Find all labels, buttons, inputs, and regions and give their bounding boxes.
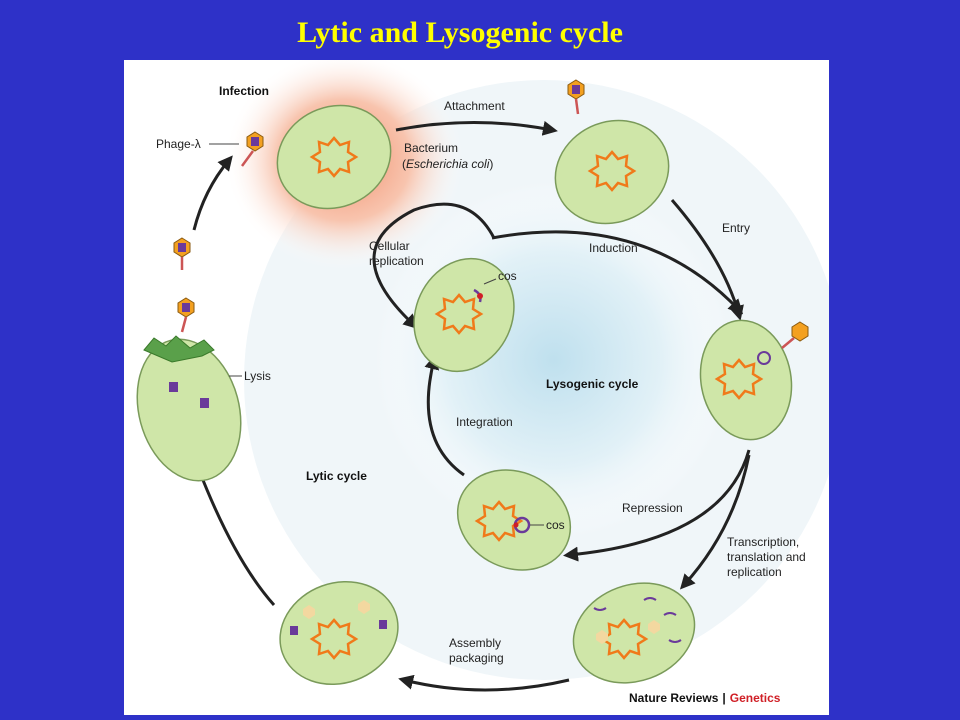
label-lytic-cycle: Lytic cycle [306,469,367,483]
label-repression: Repression [622,501,683,515]
credit-journal: Nature Reviews [629,691,719,705]
cell-assembly [279,580,399,686]
phage-empty-icon [781,321,809,349]
arrow-release [192,155,233,231]
label-cellular-1: Cellular [369,239,410,253]
phage-free-icon [173,237,191,270]
lambda-cycle-diagram: Infection Attachment Bacterium (Escheric… [136,60,829,705]
label-transcription-1: Transcription, [727,535,799,549]
label-lysogenic-cycle: Lysogenic cycle [546,377,639,391]
label-induction: Induction [589,241,638,255]
leader-cos-top [483,278,497,285]
label-phage: Phage-λ [156,137,201,151]
lambda-cycle-figure: Infection Attachment Bacterium (Escheric… [124,60,829,715]
cell-replication [572,582,696,684]
cell-lysis [136,335,242,482]
label-infection: Infection [219,84,269,98]
arrow-transcription [679,454,751,590]
arrow-assembly [398,674,570,692]
label-attachment: Attachment [444,99,505,113]
label-lysis: Lysis [244,369,271,383]
credit-separator: | [722,691,725,705]
credit-line: Nature Reviews| Genetics [629,691,781,705]
arrow-repression [563,449,751,562]
label-cos-bottom: cos [546,518,565,532]
label-cellular-2: replication [369,254,424,268]
arrow-cellular-replication [372,202,496,330]
label-packaging: packaging [449,651,504,665]
cell-entry [699,319,793,441]
cell-infection [276,104,392,210]
cell-attachment [554,119,670,225]
label-integration: Integration [456,415,513,429]
phage-lambda-icon [240,131,264,167]
label-transcription-3: replication [727,565,782,579]
label-cos-top: cos [498,269,517,283]
label-entry: Entry [722,221,750,235]
label-assembly: Assembly [449,636,501,650]
arrow-attachment [395,120,558,136]
cell-repression [456,469,572,571]
phage-attached-icon [567,79,585,115]
credit-section: Genetics [730,691,781,705]
slide-title: Lytic and Lysogenic cycle [297,16,623,49]
arrow-lysis [195,464,276,606]
label-bacterium: Bacterium [404,141,458,155]
phage-in-cell-icon [169,382,209,408]
cell-prophage [413,257,515,373]
phage-released-icon [177,297,195,333]
arrow-integration [424,354,465,477]
label-species-wrap: (Escherichia coli) [402,157,493,171]
label-species: Escherichia coli [406,157,490,171]
label-transcription-2: translation and [727,550,806,564]
arrow-induction [491,230,744,315]
